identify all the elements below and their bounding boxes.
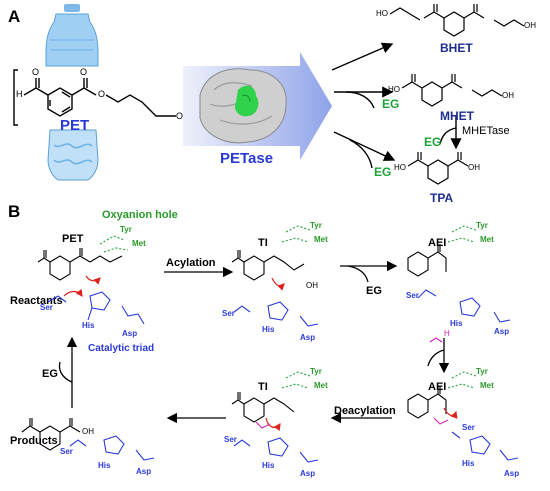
mhet-ho: HO <box>388 85 400 94</box>
tyr-label-4: Tyr <box>310 367 322 376</box>
pet-o-1: O <box>32 67 40 77</box>
ser-label-2: Ser <box>222 309 235 318</box>
mhetase-label: MHETase <box>462 125 510 137</box>
catalytic-triad-label: Catalytic triad <box>88 343 155 354</box>
his-label-3: His <box>450 319 463 328</box>
reactants-label: Reactants <box>10 295 63 307</box>
stage-pet: PET <box>62 233 84 245</box>
met-label-4: Met <box>314 381 328 390</box>
tyr-label-5: Tyr <box>476 367 488 376</box>
ser-label-1: Ser <box>40 303 53 312</box>
stage-aei-bottom: AEI <box>428 381 447 393</box>
asp-label-5: Asp <box>504 469 520 478</box>
ser-label-6: Ser <box>60 447 73 456</box>
mhet-label: MHET <box>440 109 474 123</box>
panel-label-b: B <box>8 202 21 221</box>
eg-label-2: EG <box>374 165 392 179</box>
asp-label-3: Asp <box>494 327 510 336</box>
panel-label-a: A <box>8 7 21 26</box>
asp-label-6: Asp <box>136 467 152 476</box>
mhet-oh: OH <box>502 91 514 100</box>
asp-label-2: Asp <box>300 333 316 342</box>
tpa-oh: OH <box>468 163 480 172</box>
stage-aei-top: AEI <box>428 237 447 249</box>
bhet-oh: OH <box>524 21 536 30</box>
his-label-2: His <box>262 325 275 334</box>
deacylation-label: Deacylation <box>334 405 396 417</box>
pet-o-2: O <box>80 67 88 77</box>
eg-label-1: EG <box>382 97 400 111</box>
asp-label-4: Asp <box>300 469 316 478</box>
pet-o-3: O <box>98 89 106 99</box>
asp-label-1: Asp <box>122 329 138 338</box>
pet-h-atom: H <box>16 89 23 99</box>
petase-label: PETase <box>220 150 274 167</box>
pet-oh: OH <box>176 111 190 121</box>
eg-left-label: EG <box>42 368 58 380</box>
stage-ti-top: TI <box>258 237 268 249</box>
tpa-ho: HO <box>394 163 406 172</box>
products-label: Products <box>10 435 58 447</box>
water-label: H <box>444 329 450 338</box>
met-label-5: Met <box>480 381 494 390</box>
tyr-label-3: Tyr <box>476 221 488 230</box>
oxyanion-hole-label: Oxyanion hole <box>102 209 178 221</box>
met-label-2: Met <box>314 235 328 244</box>
pet-label: PET <box>60 117 90 134</box>
ser-label-4: Ser <box>224 435 237 444</box>
tyr-label-1: Tyr <box>120 225 132 234</box>
tpa-label: TPA <box>430 191 454 205</box>
bhet-label: BHET <box>440 41 473 55</box>
his-label-5: His <box>462 459 475 468</box>
products-oh: OH <box>82 427 94 436</box>
ti-top-oh: OH <box>306 281 318 290</box>
tyr-label-2: Tyr <box>310 221 322 230</box>
eg-label-3: EG <box>424 135 442 149</box>
his-label-6: His <box>98 461 111 470</box>
ser-label-5: Ser <box>462 423 475 432</box>
stage-ti-bottom: TI <box>258 381 268 393</box>
bhet-ho: HO <box>376 9 388 18</box>
ser-label-3: Ser <box>406 291 419 300</box>
acylation-label: Acylation <box>166 257 216 269</box>
his-label-1: His <box>82 321 95 330</box>
eg-right-label: EG <box>366 285 382 297</box>
met-label-3: Met <box>480 235 494 244</box>
his-label-4: His <box>262 461 275 470</box>
met-label-1: Met <box>132 239 146 248</box>
